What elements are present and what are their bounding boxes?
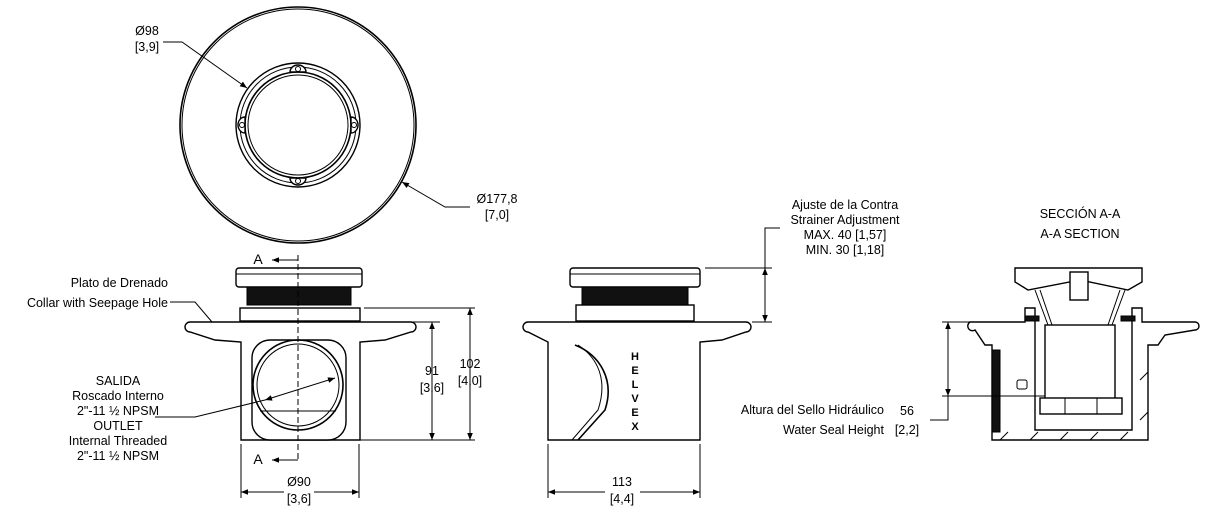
svg-text:H: H <box>631 351 639 363</box>
helvex-brand: H E L V E X <box>631 351 639 433</box>
side-view: H E L V E X Ajuste de la Contra Strainer… <box>522 198 900 506</box>
seal-value-in: [2,2] <box>895 423 919 437</box>
collar-label-es: Plato de Drenado <box>71 276 168 290</box>
svg-text:2"-11 ½ NPSM: 2"-11 ½ NPSM <box>77 449 159 463</box>
svg-text:X: X <box>631 421 639 433</box>
dia-inner-in-label: [3,9] <box>135 40 159 54</box>
svg-text:L: L <box>632 379 639 391</box>
height-91-in: [3,6] <box>420 381 444 395</box>
section-mark-bottom: A <box>253 451 263 467</box>
svg-text:V: V <box>631 393 639 405</box>
width-113-in: [4,4] <box>610 492 634 506</box>
seal-label-es: Altura del Sello Hidráulico <box>741 403 884 417</box>
top-view: Ø98 [3,9] Ø177,8 [7,0] <box>135 6 518 244</box>
svg-text:Internal Threaded: Internal Threaded <box>69 434 167 448</box>
height-91: 91 <box>425 364 439 378</box>
width-90: Ø90 <box>287 475 311 489</box>
svg-text:Strainer Adjustment: Strainer Adjustment <box>790 213 900 227</box>
section-mark-top: A <box>253 251 263 267</box>
svg-text:E: E <box>631 407 638 419</box>
seal-label-en: Water Seal Height <box>783 423 884 437</box>
width-113: 113 <box>612 475 632 489</box>
outlet-label: SALIDA Roscado Interno 2"-11 ½ NPSM OUTL… <box>69 374 167 463</box>
lug-icons <box>237 64 359 186</box>
dia-outer-label: Ø177,8 <box>476 192 517 206</box>
seal-value: 56 <box>900 404 914 418</box>
svg-text:2"-11 ½ NPSM: 2"-11 ½ NPSM <box>77 404 159 418</box>
section-view: SECCIÓN A-A A-A SECTION Altura del Sello… <box>741 206 1200 441</box>
svg-text:OUTLET: OUTLET <box>93 419 143 433</box>
section-title-es: SECCIÓN A-A <box>1040 206 1121 221</box>
dia-inner-label: Ø98 <box>135 24 159 38</box>
svg-text:MIN. 30 [1,18]: MIN. 30 [1,18] <box>806 243 885 257</box>
svg-text:Roscado Interno: Roscado Interno <box>72 389 164 403</box>
svg-text:Ajuste de la Contra: Ajuste de la Contra <box>792 198 898 212</box>
front-view: A A Plato de Drenado Collar with Seepage… <box>27 251 482 506</box>
adjustment-label: Ajuste de la Contra Strainer Adjustment … <box>790 198 900 257</box>
svg-text:E: E <box>631 365 638 377</box>
section-title-en: A-A SECTION <box>1040 227 1119 241</box>
dia-outer-in-label: [7,0] <box>485 208 509 222</box>
svg-text:MAX. 40 [1,57]: MAX. 40 [1,57] <box>804 228 887 242</box>
svg-text:SALIDA: SALIDA <box>96 374 141 388</box>
width-90-in: [3,6] <box>287 492 311 506</box>
collar-label-en: Collar with Seepage Hole <box>27 296 168 310</box>
height-102: 102 <box>460 357 481 371</box>
height-102-in: [4,0] <box>458 374 482 388</box>
